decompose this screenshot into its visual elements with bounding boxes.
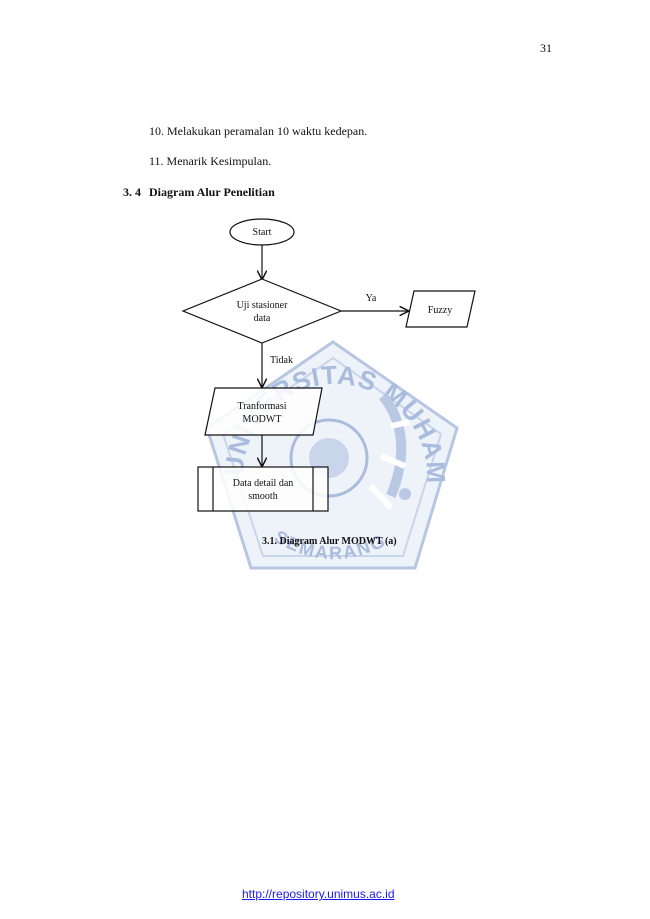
section-number: 3. 4 bbox=[123, 185, 141, 199]
process-label-line1: Data detail dan bbox=[233, 478, 294, 489]
yes-label: Ya bbox=[366, 293, 377, 304]
predefined-process-box bbox=[197, 466, 329, 512]
section-title: Diagram Alur Penelitian bbox=[149, 185, 275, 199]
decision-label-line2: data bbox=[254, 313, 271, 324]
start-label: Start bbox=[253, 227, 272, 238]
decision-label-line1: Uji stasioner bbox=[237, 300, 288, 311]
fuzzy-label: Fuzzy bbox=[428, 305, 452, 316]
figure-caption: 3.1. Diagram Alur MODWT (a) bbox=[262, 536, 397, 547]
process-label-line2: smooth bbox=[248, 491, 277, 502]
transform-parallelogram bbox=[204, 387, 323, 436]
fuzzy-parallelogram bbox=[405, 290, 476, 328]
list-item: 11. Menarik Kesimpulan. bbox=[149, 154, 272, 168]
repository-link[interactable]: http://repository.unimus.ac.id bbox=[242, 887, 395, 901]
decision-diamond bbox=[181, 278, 343, 344]
list-item: 10. Melakukan peramalan 10 waktu kedepan… bbox=[149, 124, 368, 138]
transform-label-line2: MODWT bbox=[243, 414, 282, 425]
transform-label-line1: Tranformasi bbox=[237, 401, 286, 412]
section-heading: 3. 4 Diagram Alur Penelitian bbox=[123, 185, 275, 200]
page-number: 31 bbox=[540, 41, 552, 55]
no-label: Tidak bbox=[270, 355, 293, 366]
